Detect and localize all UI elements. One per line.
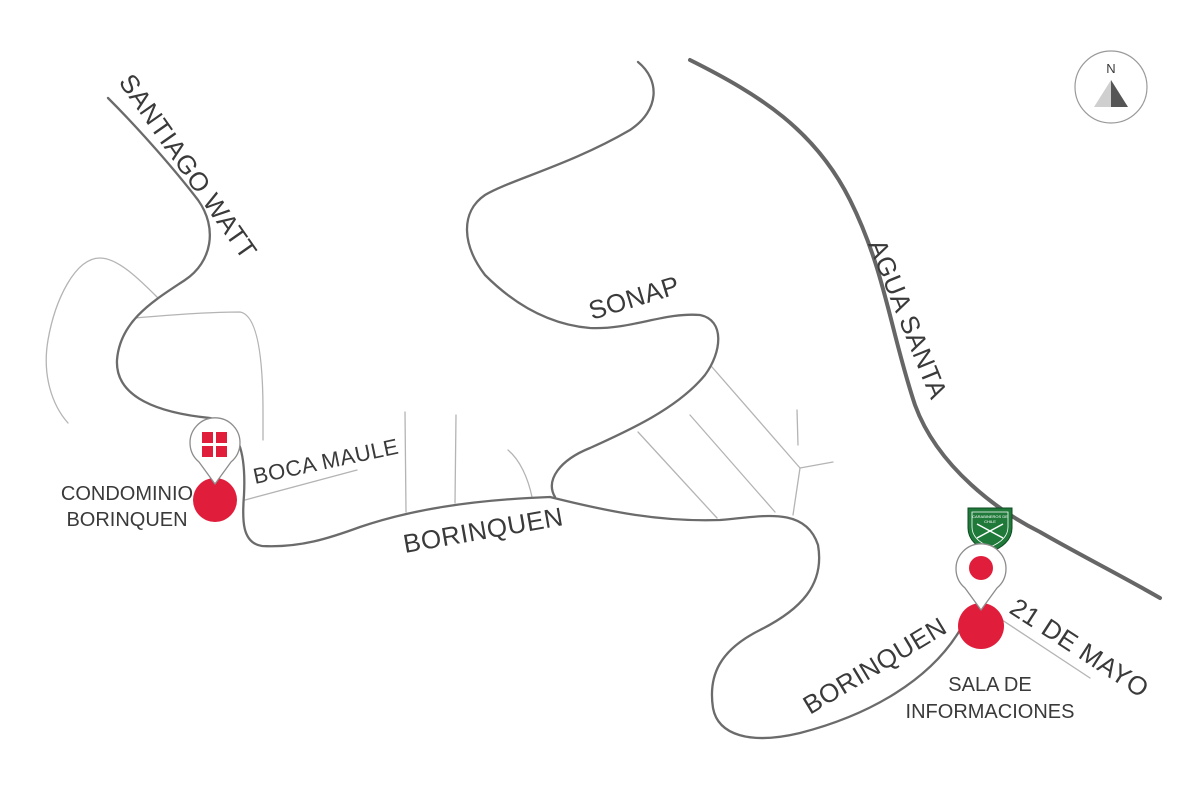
minor-road-diag-2 xyxy=(689,414,776,513)
condominio-marker-dot xyxy=(193,478,237,522)
minor-road-north-3 xyxy=(507,449,533,498)
boca-maule-road xyxy=(244,469,358,501)
sala-marker-dot xyxy=(958,603,1004,649)
minor-road-north-1 xyxy=(404,411,407,513)
carabineros-badge-icon: CARABINEROS DE CHILE xyxy=(967,507,1013,553)
minor-road-west-connector xyxy=(134,311,264,441)
building-grid-icon xyxy=(202,432,227,457)
minor-road-diag-4 xyxy=(796,409,799,446)
minor-road-west-loop xyxy=(45,257,158,424)
sala-label-line1: SALA DE xyxy=(948,674,1031,696)
agua-santa-highway xyxy=(688,58,1162,600)
badge-text-line1: CARABINEROS DE xyxy=(972,514,1008,519)
street-label-boca-maule: BOCA MAULE xyxy=(251,434,401,489)
condominio-label-line2: BORINQUEN xyxy=(66,509,187,531)
veintiuno-de-mayo-road xyxy=(989,611,1091,679)
minor-road-diag-3 xyxy=(711,366,834,469)
condominio-marker[interactable] xyxy=(189,417,241,522)
sala-marker[interactable] xyxy=(955,543,1007,649)
badge-text-line2: CHILE xyxy=(984,519,996,524)
minor-roads xyxy=(45,257,1091,679)
main-roads xyxy=(106,60,962,740)
minor-road-north-2 xyxy=(454,414,457,504)
red-dot-icon xyxy=(969,556,993,580)
minor-road-diag-1 xyxy=(637,431,718,519)
compass-arrow-shade xyxy=(1111,80,1128,107)
condominio-label-line1: CONDOMINIO xyxy=(61,483,193,505)
street-label-santiago-watt: SANTIAGO WATT xyxy=(113,68,263,264)
compass-arrow-icon xyxy=(1094,80,1111,107)
santiago-watt-borinquen-road xyxy=(106,96,962,740)
sala-label-line2: INFORMACIONES xyxy=(906,701,1075,723)
sonap-road xyxy=(465,60,720,499)
condominio-pin xyxy=(189,417,241,485)
minor-road-diag-5 xyxy=(792,467,801,516)
compass-north-label: N xyxy=(1106,61,1115,76)
compass: N xyxy=(1074,50,1148,124)
